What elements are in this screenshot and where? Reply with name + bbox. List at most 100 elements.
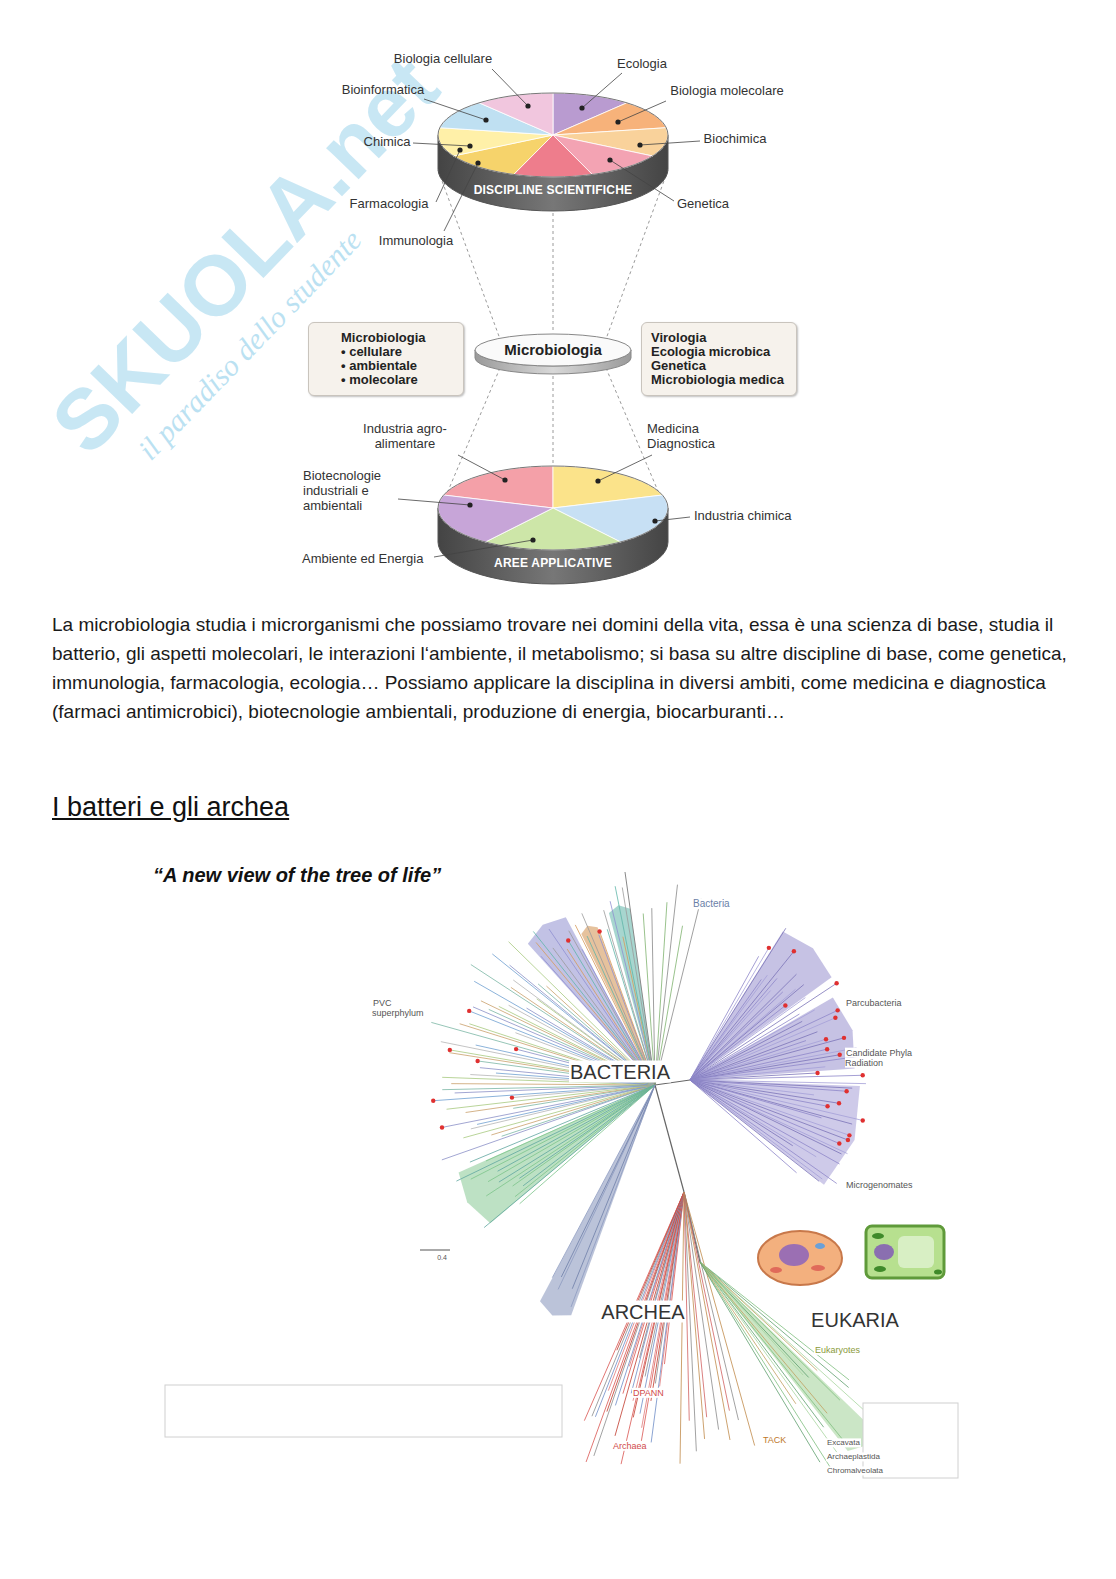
section-heading: I batteri e gli archea: [52, 792, 289, 823]
tree-branch: [486, 1085, 655, 1196]
tree-branch: [582, 913, 655, 1085]
domain-label: BACTERIA: [569, 1061, 671, 1084]
discipline-label: Ecologia: [617, 57, 667, 72]
domain-label: EUKARIA: [810, 1309, 900, 1331]
tree-branch: [690, 1049, 827, 1080]
clade-label: Bacteria: [692, 898, 731, 909]
discipline-label: Ecologia: [617, 56, 667, 71]
tip-dot: [783, 1003, 787, 1007]
tip-dot: [467, 1009, 471, 1013]
tip-dot: [824, 1037, 828, 1041]
domain-label: ARCHEA: [600, 1301, 685, 1324]
leader-line: [582, 73, 622, 108]
tree-branch: [572, 1085, 655, 1289]
tip-dot: [861, 1073, 865, 1077]
leader-dot: [457, 147, 462, 152]
tree-branch: [680, 1192, 684, 1464]
tree-branch: [690, 1080, 848, 1140]
pie-sector: [438, 495, 553, 542]
tree-branch: [433, 1085, 655, 1101]
node-text: Genetica: [651, 359, 788, 373]
tree-branch: [463, 1085, 655, 1138]
leader-dot: [615, 119, 620, 124]
clade-label: Bacteria: [692, 898, 731, 910]
node-text: Virologia: [651, 331, 788, 345]
figure-title: “A new view of the tree of life”: [153, 864, 441, 887]
clade-fan: [690, 1080, 860, 1185]
node-text: AREE APPLICATIVE: [430, 557, 676, 569]
body-paragraph: La microbiologia studia i microrganismi …: [52, 614, 1067, 722]
tip-dot: [833, 1016, 837, 1020]
tip-dot: [440, 1125, 444, 1129]
tree-branch: [486, 1085, 655, 1161]
cell-nucleus: [874, 1244, 894, 1260]
tree-branch: [690, 1080, 841, 1154]
discipline-label: Chimica: [364, 135, 411, 150]
tip-dot: [566, 938, 570, 942]
tree-branch: [700, 1262, 832, 1470]
leader-line: [655, 517, 690, 521]
clade-label: DPANN: [632, 1388, 665, 1398]
tree-branch: [615, 886, 655, 1085]
tree-branch: [470, 1085, 655, 1162]
domain-label: ARCHEA: [600, 1301, 685, 1323]
leader-dot: [637, 142, 642, 147]
tree-branch: [471, 1085, 655, 1179]
tree-branch: [623, 1192, 684, 1394]
tree-branch: [615, 1192, 684, 1405]
shape-text: AREE APPLICATIVE: [430, 557, 676, 569]
figure-title: “A new view of the tree of life”: [153, 864, 441, 886]
tree-branch: [652, 908, 655, 1085]
tree-branch: [561, 1085, 655, 1277]
tree-branch: [690, 1080, 847, 1154]
tree-branch: [690, 1080, 839, 1144]
clade-label: Parcubacteria: [845, 998, 903, 1008]
topic-box: Microbiologia• cellulare• ambientale• mo…: [308, 322, 464, 396]
tip-dot: [834, 981, 838, 985]
application-label: Ambiente ed Energia: [302, 551, 423, 566]
tree-branch: [520, 1085, 655, 1204]
discipline-label: Biochimica: [704, 131, 767, 146]
clade-label: PVC superphylum: [372, 998, 425, 1018]
application-label: Ambiente ed Energia: [302, 552, 423, 567]
node-text: Microbiologia: [341, 331, 449, 345]
tree-branch: [586, 1192, 684, 1462]
tree-branch: [633, 1192, 684, 1401]
tip-dot: [835, 1008, 839, 1012]
connector: [553, 376, 554, 464]
tree-branch: [690, 978, 777, 1080]
cell-nucleus: [779, 1244, 809, 1266]
clade-label: PVC superphylum: [372, 998, 426, 1019]
tip-dot: [448, 1048, 452, 1052]
section-heading: I batteri e gli archea: [52, 792, 289, 822]
domain-label: BACTERIA: [569, 1061, 671, 1083]
application-label: Medicina Diagnostica: [647, 421, 715, 451]
tree-branch: [655, 885, 677, 1085]
leader-dot: [467, 143, 472, 148]
discipline-label: Biologia cellulare: [394, 52, 492, 67]
scale-bar: [420, 1250, 450, 1251]
tree-branch: [488, 1085, 655, 1182]
leader-dot: [502, 477, 507, 482]
chloroplast: [874, 1266, 886, 1272]
tip-dot: [842, 1036, 846, 1040]
tree-branch: [700, 1262, 824, 1427]
tree-branch: [700, 1262, 880, 1425]
leader-line: [434, 540, 533, 557]
clade-label: Archaeplastida: [826, 1452, 881, 1461]
tree-branch: [684, 1192, 730, 1440]
clade-label: Candidate Phyla Radiation: [845, 1048, 912, 1068]
tree-branch: [631, 1192, 684, 1393]
leader-line: [492, 69, 528, 106]
tree-branch: [484, 1085, 655, 1228]
tip-dot: [825, 1047, 829, 1051]
application-label: Industria chimica: [694, 508, 792, 523]
pie-graphic: [413, 69, 700, 231]
application-label: Biotecnologie industriali e ambientali: [303, 469, 395, 514]
node-text: • ambientale: [341, 359, 449, 373]
tip-dot: [838, 1053, 842, 1057]
discipline-label: Immunologia: [379, 234, 453, 249]
tree-branch: [498, 1085, 655, 1171]
tree-branch: [604, 910, 655, 1085]
pie-outline: [438, 466, 668, 550]
